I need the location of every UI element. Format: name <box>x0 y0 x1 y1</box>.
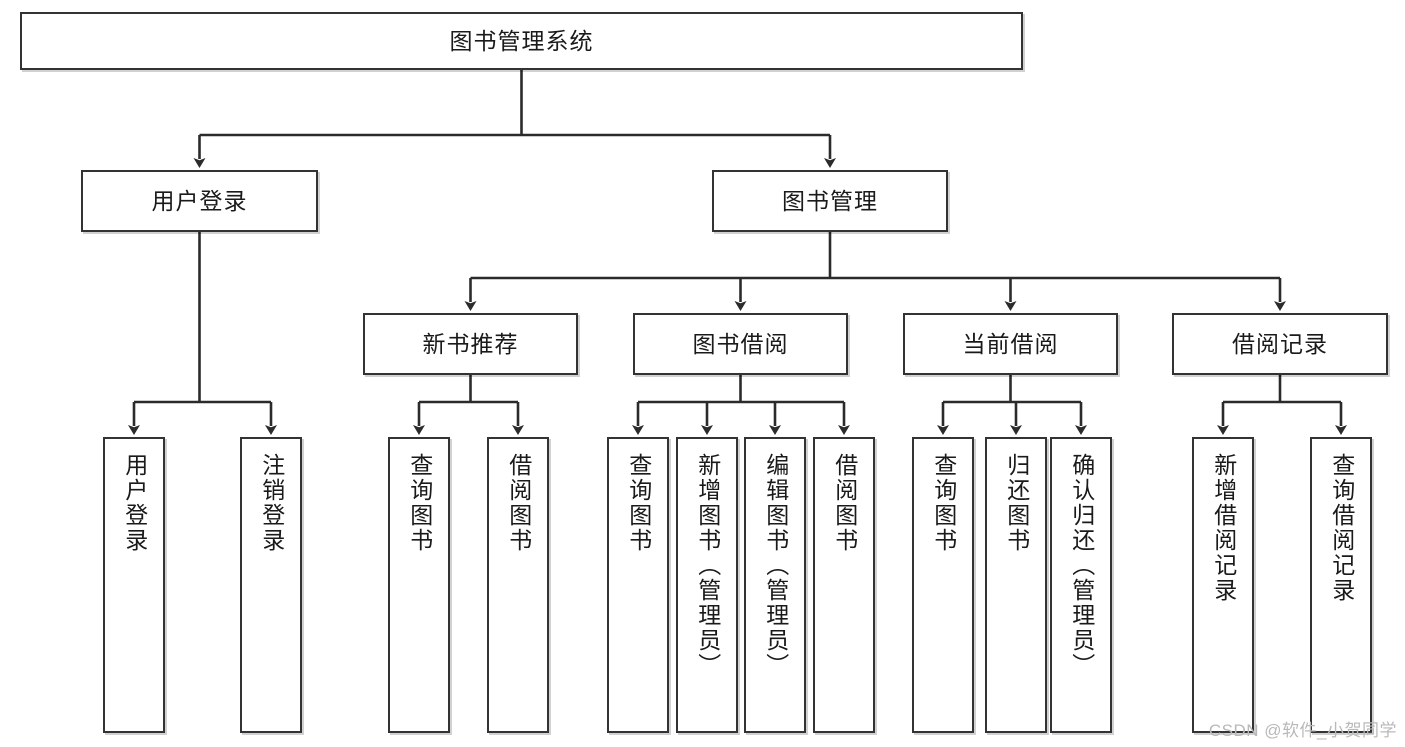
node-label: 编辑图书（管理员） <box>762 453 789 678</box>
node-records[interactable]: 借阅记录 <box>1172 313 1388 375</box>
node-label: 图书借阅 <box>692 330 789 357</box>
node-leaf-nb-borrow[interactable]: 借阅图书 <box>487 437 549 733</box>
node-newbook[interactable]: 新书推荐 <box>363 313 578 375</box>
node-root[interactable]: 图书管理系统 <box>20 12 1023 70</box>
node-label: 当前借阅 <box>962 330 1059 357</box>
node-leaf-login[interactable]: 用户登录 <box>103 437 165 733</box>
node-label: 新增图书（管理员） <box>694 453 721 678</box>
node-leaf-cu-query[interactable]: 查询图书 <box>912 437 974 733</box>
node-leaf-re-query[interactable]: 查询借阅记录 <box>1310 437 1372 733</box>
node-label: 图书管理系统 <box>449 27 594 54</box>
node-label: 用户登录 <box>121 453 148 553</box>
node-label: 图书管理 <box>782 187 878 214</box>
node-leaf-nb-query[interactable]: 查询图书 <box>388 437 450 733</box>
node-leaf-bo-add[interactable]: 新增图书（管理员） <box>676 437 738 733</box>
node-label: 新书推荐 <box>422 330 519 357</box>
node-label: 借阅图书 <box>831 453 858 553</box>
node-leaf-bo-query[interactable]: 查询图书 <box>607 437 669 733</box>
node-label: 查询借阅记录 <box>1328 453 1355 603</box>
node-label: 注销登录 <box>258 453 285 553</box>
node-label: 查询图书 <box>930 453 957 553</box>
node-label: 借阅图书 <box>505 453 532 553</box>
node-label: 新增借阅记录 <box>1210 453 1237 603</box>
node-leaf-cu-return[interactable]: 归还图书 <box>985 437 1047 733</box>
node-label: 确认归还（管理员） <box>1068 453 1095 678</box>
node-borrow[interactable]: 图书借阅 <box>633 313 848 375</box>
node-leaf-logout[interactable]: 注销登录 <box>240 437 302 733</box>
node-leaf-re-add[interactable]: 新增借阅记录 <box>1192 437 1254 733</box>
node-label: 用户登录 <box>151 187 248 214</box>
node-label: 借阅记录 <box>1232 330 1328 357</box>
node-login[interactable]: 用户登录 <box>81 170 318 232</box>
node-leaf-bo-lend[interactable]: 借阅图书 <box>813 437 875 733</box>
node-label: 归还图书 <box>1003 453 1030 553</box>
node-label: 查询图书 <box>625 453 652 553</box>
node-bookmgmt[interactable]: 图书管理 <box>712 170 948 232</box>
node-leaf-bo-edit[interactable]: 编辑图书（管理员） <box>744 437 806 733</box>
csdn-watermark: CSDN @软件_小贺同学 <box>1208 721 1397 740</box>
node-current[interactable]: 当前借阅 <box>903 313 1118 375</box>
node-leaf-cu-confirm[interactable]: 确认归还（管理员） <box>1050 437 1112 733</box>
node-label: 查询图书 <box>406 453 433 553</box>
